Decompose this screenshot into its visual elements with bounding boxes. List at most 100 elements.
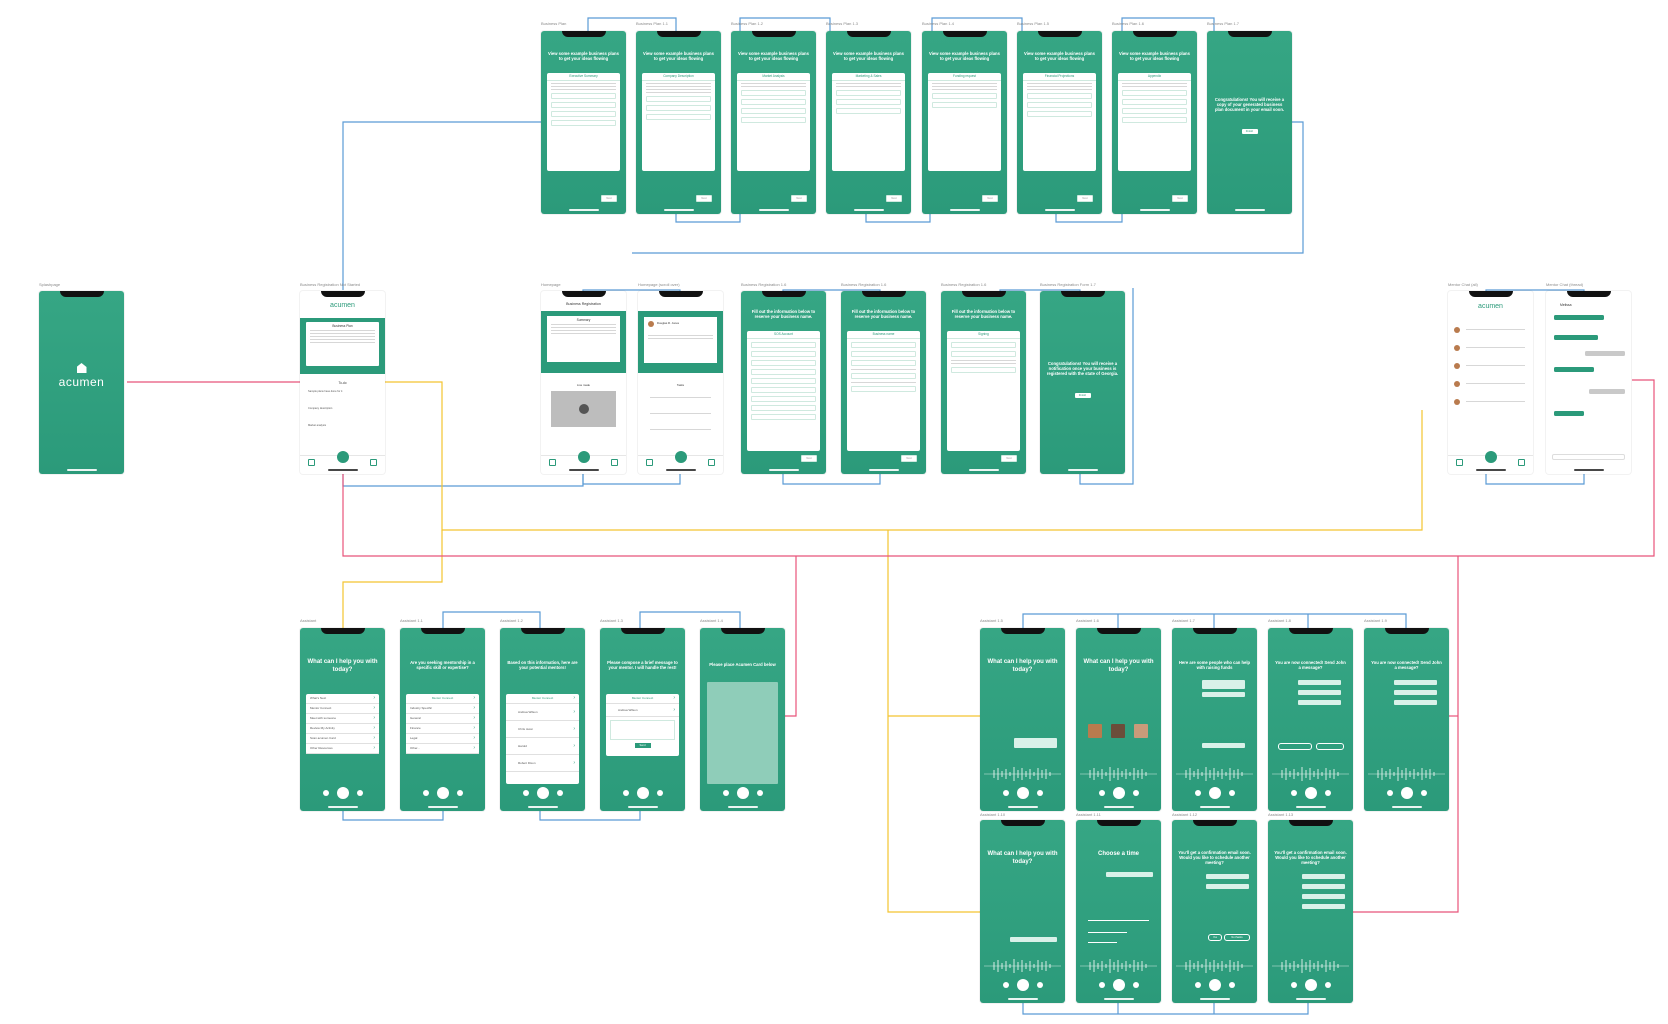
skill-item[interactable]: Other... bbox=[406, 744, 479, 754]
next-button[interactable]: Next bbox=[1172, 195, 1188, 202]
microphone-icon[interactable] bbox=[1400, 787, 1413, 799]
finish-button[interactable]: Finish bbox=[1241, 129, 1258, 134]
mentor-item[interactable]: Robert Dixon bbox=[506, 755, 579, 772]
more-icon[interactable] bbox=[656, 790, 663, 796]
microphone-icon[interactable] bbox=[436, 787, 449, 799]
option-pill[interactable] bbox=[1278, 743, 1312, 750]
keyboard-icon[interactable] bbox=[422, 790, 429, 796]
next-button[interactable]: Next bbox=[696, 195, 712, 202]
keyboard-icon[interactable] bbox=[1098, 790, 1105, 796]
microphone-icon[interactable] bbox=[1112, 979, 1125, 991]
message-input[interactable] bbox=[1552, 454, 1625, 460]
send-button[interactable]: Send bbox=[634, 743, 651, 748]
next-button[interactable]: Next bbox=[1077, 195, 1093, 202]
skill-item[interactable]: Industry Specific bbox=[406, 704, 479, 714]
home-icon[interactable] bbox=[646, 459, 653, 466]
keyboard-icon[interactable] bbox=[1290, 790, 1297, 796]
mentor-photo[interactable] bbox=[1111, 724, 1125, 738]
more-icon[interactable] bbox=[1324, 790, 1331, 796]
more-icon[interactable] bbox=[356, 790, 363, 796]
home-icon[interactable] bbox=[549, 459, 556, 466]
mentor-photo[interactable] bbox=[1088, 724, 1102, 738]
mentor-item[interactable]: Harold bbox=[506, 738, 579, 755]
microphone-icon[interactable] bbox=[536, 787, 549, 799]
microphone-icon[interactable] bbox=[1016, 979, 1029, 991]
menu-item[interactable]: Mentor Connect bbox=[306, 704, 379, 714]
chat-icon[interactable] bbox=[370, 459, 377, 466]
yes-pill[interactable]: Yes bbox=[1208, 934, 1222, 941]
keyboard-icon[interactable] bbox=[1194, 790, 1201, 796]
microphone-icon[interactable] bbox=[736, 787, 749, 799]
more-icon[interactable] bbox=[1228, 982, 1235, 988]
keyboard-icon[interactable] bbox=[322, 790, 329, 796]
next-button[interactable]: Next bbox=[1001, 455, 1017, 462]
next-button[interactable]: Next bbox=[886, 195, 902, 202]
more-icon[interactable] bbox=[1036, 790, 1043, 796]
home-icon[interactable] bbox=[308, 459, 315, 466]
assistant-fab-icon[interactable] bbox=[674, 451, 687, 463]
next-button[interactable]: Next bbox=[901, 455, 917, 462]
todo-item[interactable]: Market analysis bbox=[308, 424, 327, 427]
microphone-icon[interactable] bbox=[636, 787, 649, 799]
microphone-icon[interactable] bbox=[1208, 979, 1221, 991]
skill-item[interactable]: Legal bbox=[406, 734, 479, 744]
more-icon[interactable] bbox=[1324, 982, 1331, 988]
more-icon[interactable] bbox=[556, 790, 563, 796]
microphone-icon[interactable] bbox=[1304, 787, 1317, 799]
microphone-icon[interactable] bbox=[1016, 787, 1029, 799]
next-button[interactable]: Next bbox=[982, 195, 998, 202]
next-button[interactable]: Next bbox=[801, 455, 817, 462]
business-plan-banner[interactable]: Business Plan bbox=[300, 318, 385, 374]
assistant-fab-icon[interactable] bbox=[577, 451, 590, 463]
keyboard-icon[interactable] bbox=[1290, 982, 1297, 988]
more-icon[interactable] bbox=[1036, 982, 1043, 988]
card-drop-zone[interactable] bbox=[707, 682, 778, 784]
finish-button[interactable]: Finish bbox=[1074, 393, 1091, 398]
mentor-item[interactable]: Andrea Wilson bbox=[506, 704, 579, 721]
next-button[interactable]: Next bbox=[791, 195, 807, 202]
more-icon[interactable] bbox=[1132, 790, 1139, 796]
chat-icon[interactable] bbox=[1518, 459, 1525, 466]
microphone-icon[interactable] bbox=[1112, 787, 1125, 799]
menu-item[interactable]: Review My Activity bbox=[306, 724, 379, 734]
todo-item[interactable]: Sample plans have done for it bbox=[308, 390, 343, 393]
keyboard-icon[interactable] bbox=[1386, 790, 1393, 796]
keyboard-icon[interactable] bbox=[722, 790, 729, 796]
skill-item[interactable]: General bbox=[406, 714, 479, 724]
keyboard-icon[interactable] bbox=[1002, 982, 1009, 988]
todo-item[interactable]: Company description bbox=[308, 407, 333, 410]
play-icon[interactable] bbox=[578, 404, 589, 414]
next-button[interactable]: Next bbox=[601, 195, 617, 202]
voice-prompt: You'll get a confirmation email soon. Wo… bbox=[1178, 850, 1251, 865]
message-textarea[interactable] bbox=[610, 720, 675, 740]
keyboard-icon[interactable] bbox=[1002, 790, 1009, 796]
menu-item[interactable]: Other Resources bbox=[306, 744, 379, 754]
menu-item[interactable]: Meet with someone bbox=[306, 714, 379, 724]
mentor-photo[interactable] bbox=[1134, 724, 1148, 738]
microphone-icon[interactable] bbox=[336, 787, 349, 799]
more-icon[interactable] bbox=[1420, 790, 1427, 796]
menu-item[interactable]: Scan acumen Card bbox=[306, 734, 379, 744]
skill-item[interactable]: Finance bbox=[406, 724, 479, 734]
video-player[interactable] bbox=[551, 391, 616, 427]
more-icon[interactable] bbox=[1132, 982, 1139, 988]
connector-blue bbox=[442, 611, 541, 628]
keyboard-icon[interactable] bbox=[522, 790, 529, 796]
more-icon[interactable] bbox=[456, 790, 463, 796]
menu-item[interactable]: What's Next bbox=[306, 694, 379, 704]
home-icon[interactable] bbox=[1456, 459, 1463, 466]
keyboard-icon[interactable] bbox=[1194, 982, 1201, 988]
chat-icon[interactable] bbox=[611, 459, 618, 466]
more-icon[interactable] bbox=[1228, 790, 1235, 796]
chat-icon[interactable] bbox=[708, 459, 715, 466]
microphone-icon[interactable] bbox=[1208, 787, 1221, 799]
option-pill[interactable] bbox=[1316, 743, 1344, 750]
assistant-fab-icon[interactable] bbox=[1484, 451, 1497, 463]
mentor-item[interactable]: Chris Jessi bbox=[506, 721, 579, 738]
keyboard-icon[interactable] bbox=[622, 790, 629, 796]
assistant-fab-icon[interactable] bbox=[336, 451, 349, 463]
keyboard-icon[interactable] bbox=[1098, 982, 1105, 988]
no-pill[interactable]: No thanks bbox=[1224, 934, 1250, 941]
microphone-icon[interactable] bbox=[1304, 979, 1317, 991]
more-icon[interactable] bbox=[756, 790, 763, 796]
